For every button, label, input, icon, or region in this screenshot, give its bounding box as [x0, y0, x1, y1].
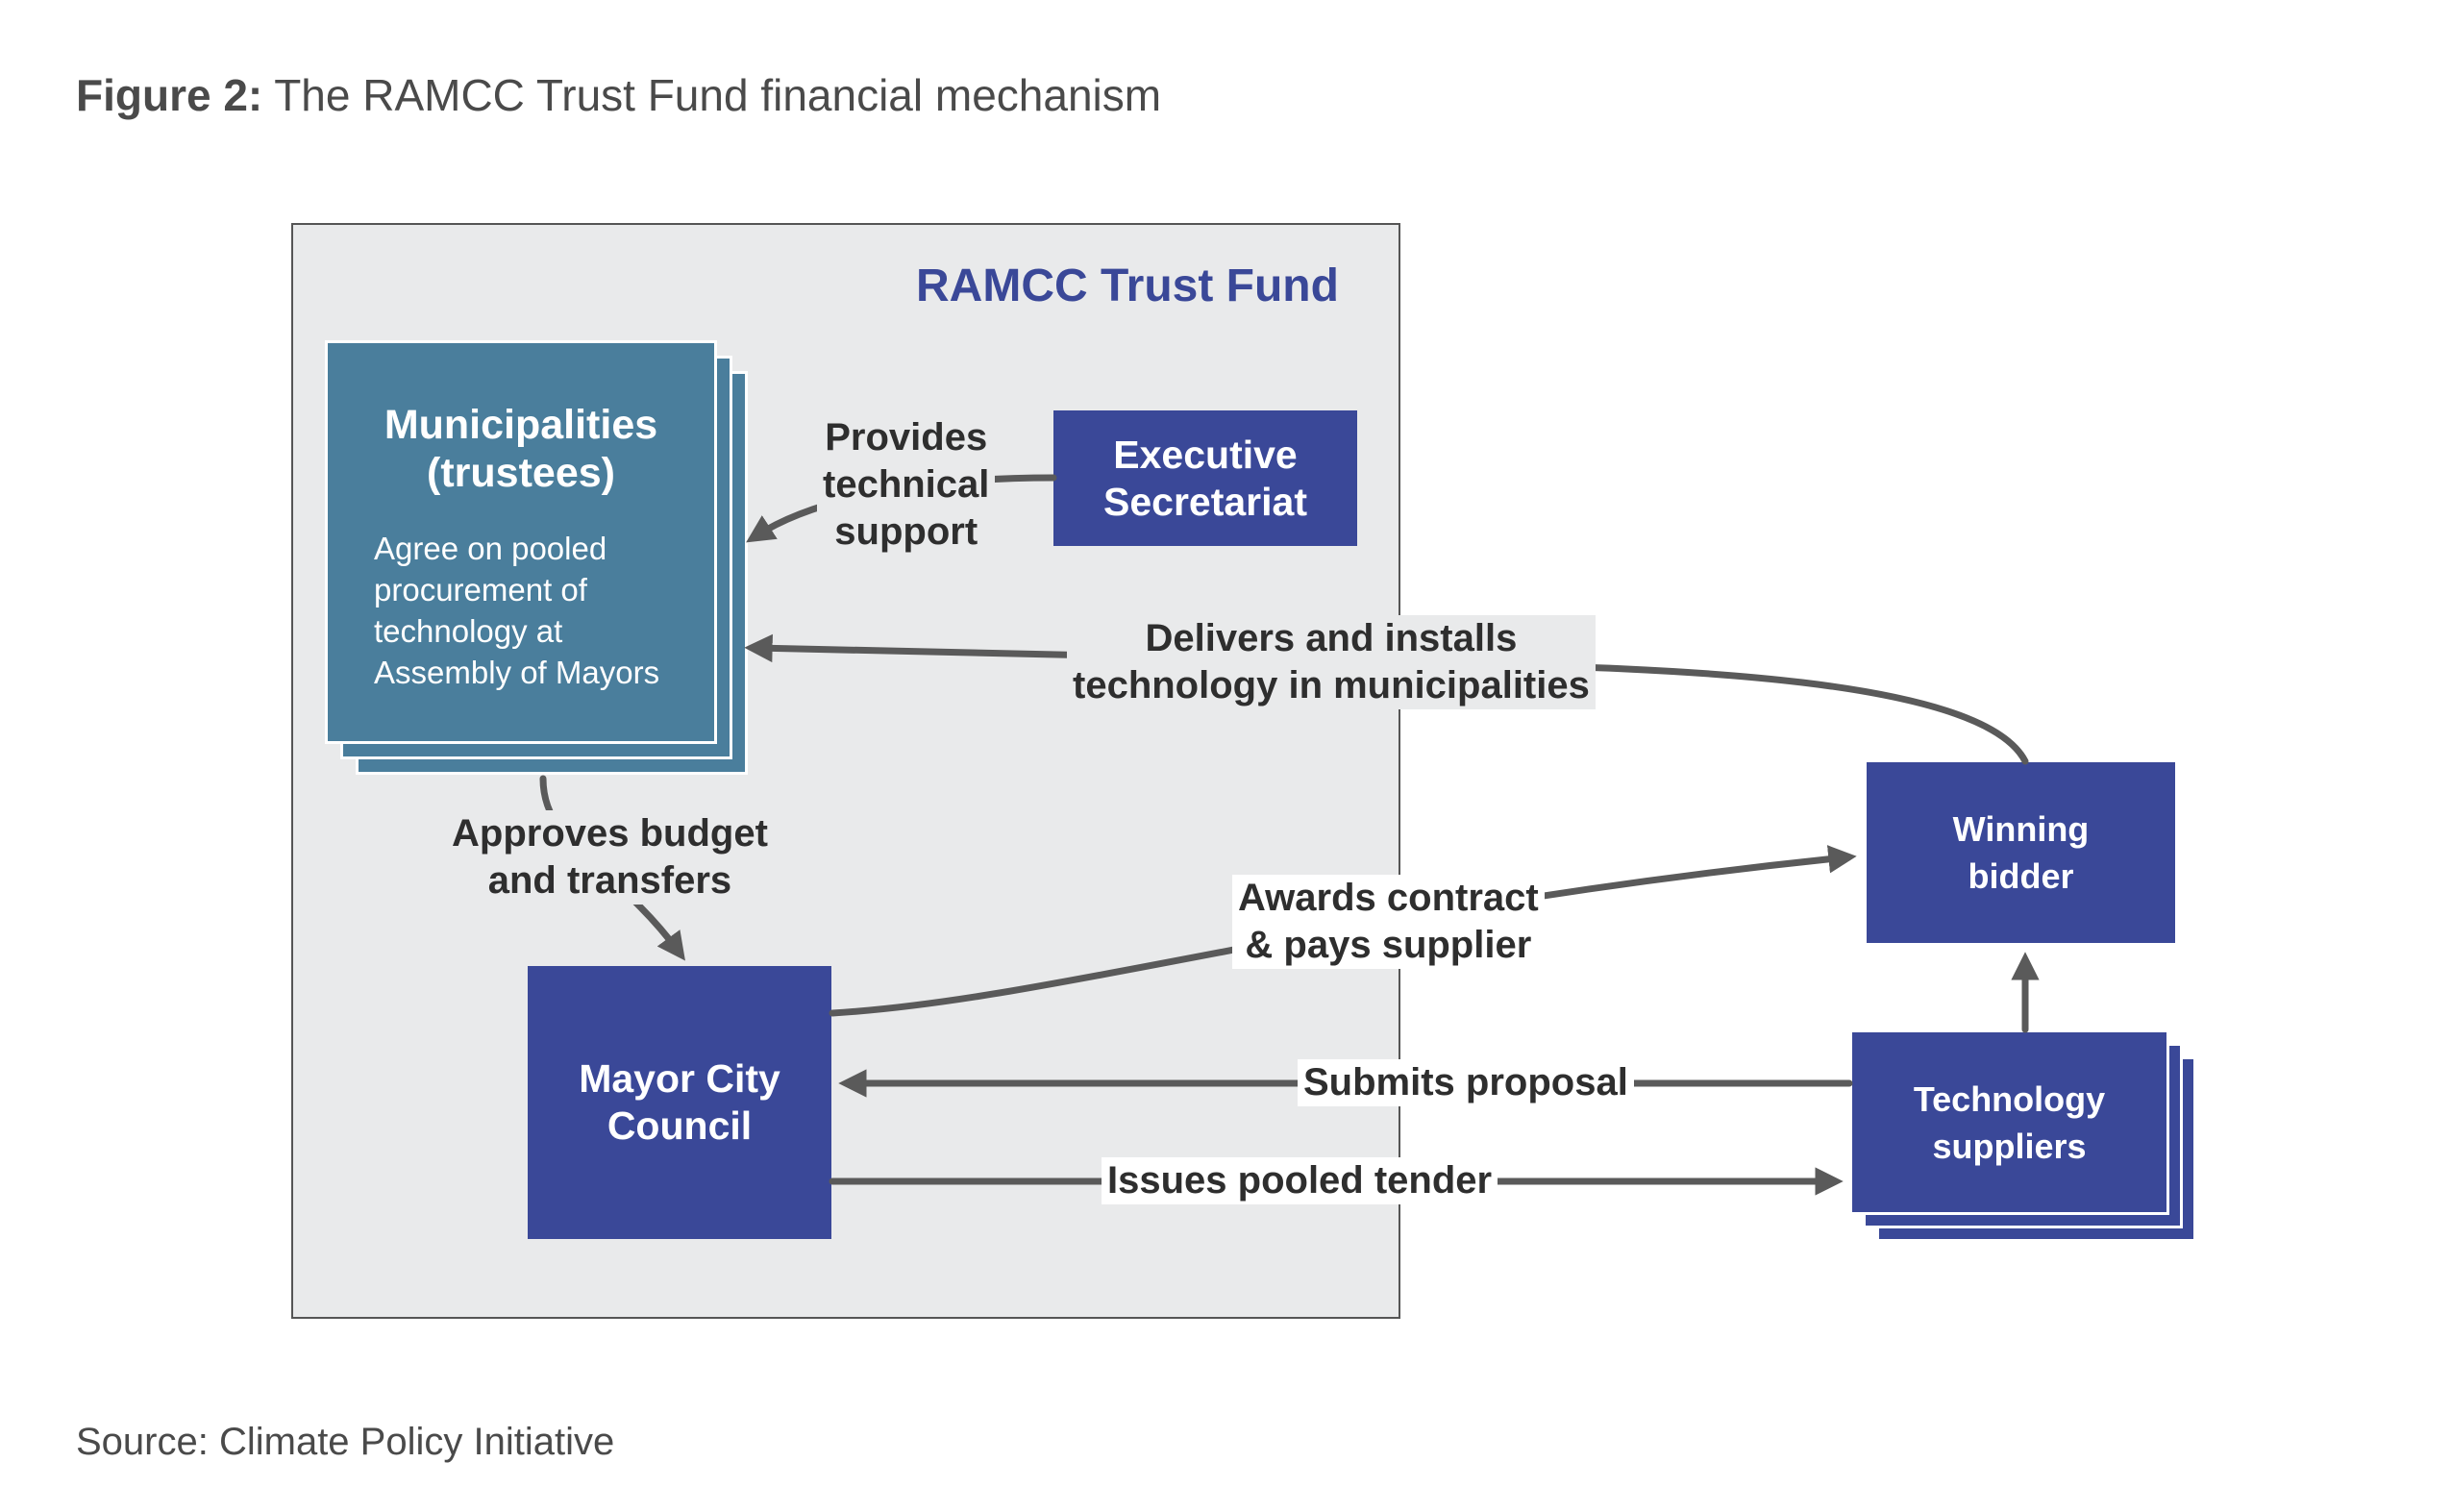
- mayor-city-council-line1: Mayor City: [579, 1056, 780, 1101]
- mayor-city-council-line2: Council: [607, 1103, 753, 1148]
- technology-suppliers-node: Technology suppliers: [1849, 1029, 2169, 1215]
- municipalities-desc-line: Assembly of Mayors: [374, 655, 660, 690]
- label-awards-contract: Awards contract & pays supplier: [1232, 875, 1545, 969]
- winning-bidder-line1: Winning: [1952, 809, 2090, 849]
- figure-title-prefix: Figure 2:: [76, 70, 263, 120]
- label-provides-support-line: support: [834, 510, 978, 553]
- figure-source: Source: Climate Policy Initiative: [76, 1421, 615, 1463]
- winning-bidder-line2: bidder: [1968, 856, 2074, 896]
- municipalities-title-line1: Municipalities: [384, 402, 658, 448]
- municipalities-description: Agree on pooled procurement of technolog…: [374, 528, 701, 693]
- municipalities-node: Municipalities (trustees) Agree on poole…: [325, 340, 717, 744]
- label-awards-contract-line: Awards contract: [1238, 877, 1539, 919]
- label-delivers-installs-line: technology in municipalities: [1073, 664, 1590, 706]
- label-provides-support: Provides technical support: [817, 414, 996, 556]
- municipalities-desc-line: technology at: [374, 613, 563, 649]
- label-submits-proposal: Submits proposal: [1298, 1059, 1634, 1106]
- figure-title: Figure 2: The RAMCC Trust Fund financial…: [76, 69, 1161, 121]
- label-approves-budget: Approves budget and transfers: [446, 810, 774, 905]
- technology-suppliers-line1: Technology: [1913, 1078, 2106, 1119]
- executive-secretariat-node: Executive Secretariat: [1053, 410, 1357, 546]
- label-approves-budget-line: and transfers: [487, 859, 732, 902]
- label-delivers-installs-line: Delivers and installs: [1145, 617, 1518, 659]
- municipalities-title: Municipalities (trustees): [328, 401, 714, 497]
- municipalities-desc-line: procurement of: [374, 572, 587, 607]
- technology-suppliers-line2: suppliers: [1932, 1126, 2087, 1166]
- label-approves-budget-line: Approves budget: [452, 812, 768, 855]
- mayor-city-council-node: Mayor City Council: [528, 966, 831, 1239]
- label-awards-contract-line: & pays supplier: [1245, 924, 1532, 966]
- label-delivers-installs: Delivers and installs technology in muni…: [1067, 615, 1596, 709]
- executive-secretariat-line1: Executive: [1113, 432, 1298, 477]
- label-provides-support-line: technical: [823, 463, 990, 506]
- label-issues-tender: Issues pooled tender: [1102, 1157, 1498, 1204]
- label-provides-support-line: Provides: [825, 416, 988, 459]
- figure-title-text: The RAMCC Trust Fund financial mechanism: [262, 70, 1162, 120]
- municipalities-title-line2: (trustees): [427, 450, 615, 496]
- trust-fund-title: RAMCC Trust Fund: [916, 260, 1339, 311]
- winning-bidder-node: Winning bidder: [1864, 759, 2178, 946]
- executive-secretariat-line2: Secretariat: [1103, 479, 1307, 524]
- municipalities-desc-line: Agree on pooled: [374, 531, 607, 566]
